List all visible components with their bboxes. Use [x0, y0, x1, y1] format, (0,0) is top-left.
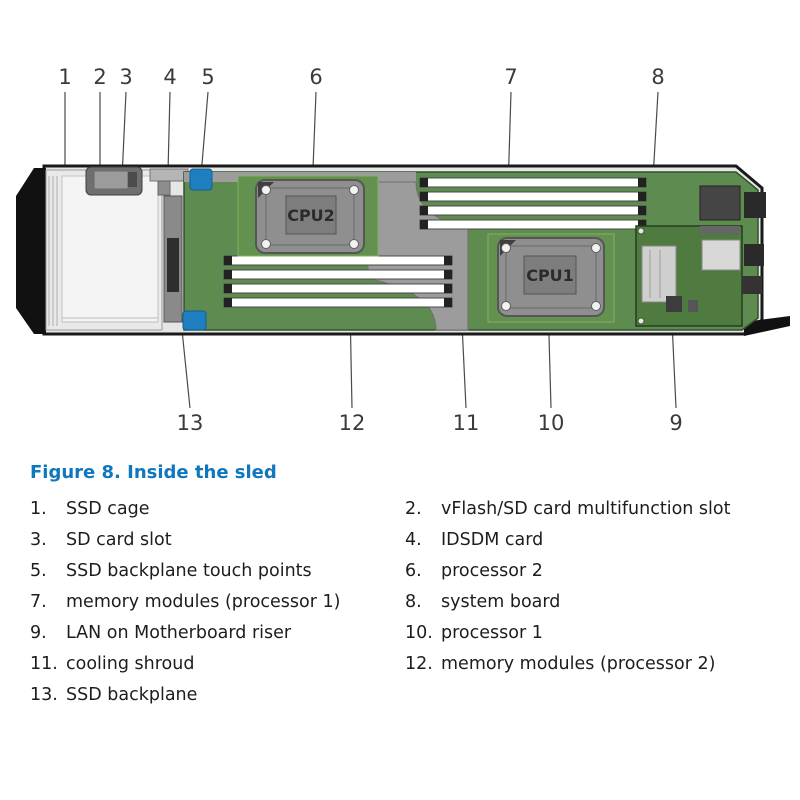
legend-item-number: 5. [30, 561, 47, 581]
legend-item-number: 11. [30, 654, 58, 674]
legend-item-label: SD card slot [66, 530, 172, 550]
cpu1-socket: CPU1 [487, 233, 615, 323]
callouts-bottom: 13 12 11 10 9 [177, 411, 683, 435]
legend-item: 8. system board [405, 592, 775, 612]
legend-item: 1. SSD cage [30, 499, 405, 519]
legend-right-column: 2. vFlash/SD card multifunction slot 4. … [405, 499, 775, 716]
rear-connectors [699, 185, 766, 294]
callout-8: 8 [651, 65, 664, 89]
callout-1: 1 [58, 65, 71, 89]
cpu2-socket: CPU2 [237, 175, 379, 257]
legend-item: 7. memory modules (processor 1) [30, 592, 405, 612]
legend-item: 13. SSD backplane [30, 685, 405, 705]
legend-item-number: 4. [405, 530, 422, 550]
cpu1-label: CPU1 [526, 266, 574, 285]
callout-2: 2 [93, 65, 106, 89]
legend-item: 2. vFlash/SD card multifunction slot [405, 499, 775, 519]
legend-item-number: 13. [30, 685, 58, 705]
legend-left-column: 1. SSD cage 3. SD card slot 5. SSD backp… [30, 499, 405, 716]
idsdm-card [149, 168, 189, 196]
legend-item-label: vFlash/SD card multifunction slot [441, 499, 731, 519]
callout-3: 3 [119, 65, 132, 89]
sled-diagram: 1 2 3 4 5 6 7 8 13 12 11 10 9 [16, 65, 790, 435]
legend-item-number: 1. [30, 499, 47, 519]
legend-item-label: IDSDM card [441, 530, 544, 550]
callout-4: 4 [163, 65, 176, 89]
legend-item: 6. processor 2 [405, 561, 775, 581]
memory-modules-cpu2 [223, 255, 453, 308]
figure-caption: Figure 8. Inside the sled [30, 462, 277, 483]
callouts-top: 1 2 3 4 5 6 7 8 [58, 65, 664, 89]
callout-5: 5 [201, 65, 214, 89]
memory-modules-cpu1 [419, 177, 647, 230]
legend-item-label: LAN on Motherboard riser [66, 623, 292, 643]
legend-item-number: 2. [405, 499, 422, 519]
callout-13: 13 [177, 411, 204, 435]
legend-item-number: 3. [30, 530, 47, 550]
legend: 1. SSD cage 3. SD card slot 5. SSD backp… [30, 499, 775, 716]
sd-card-slot [85, 166, 143, 196]
legend-item: 5. SSD backplane touch points [30, 561, 405, 581]
leader-lines-top [64, 91, 659, 197]
legend-item: 3. SD card slot [30, 530, 405, 550]
legend-item: 12. memory modules (processor 2) [405, 654, 775, 674]
legend-item-label: memory modules (processor 1) [66, 592, 341, 612]
callout-9: 9 [669, 411, 682, 435]
legend-item: 10. processor 1 [405, 623, 775, 643]
sled-rear-rail [744, 316, 790, 336]
legend-item: 9. LAN on Motherboard riser [30, 623, 405, 643]
ssd-cage [45, 169, 163, 331]
sled-front-bezel [16, 168, 46, 334]
legend-item-number: 6. [405, 561, 422, 581]
callout-7: 7 [504, 65, 517, 89]
legend-item-label: processor 2 [441, 561, 543, 581]
callout-10: 10 [538, 411, 565, 435]
legend-item-label: SSD backplane [66, 685, 198, 705]
legend-item-number: 8. [405, 592, 422, 612]
callout-12: 12 [339, 411, 366, 435]
callout-11: 11 [453, 411, 480, 435]
legend-item-label: cooling shroud [66, 654, 195, 674]
cpu2-label: CPU2 [287, 206, 335, 225]
legend-item-label: processor 1 [441, 623, 543, 643]
legend-item-number: 12. [405, 654, 433, 674]
legend-item-label: memory modules (processor 2) [441, 654, 716, 674]
legend-item-number: 9. [30, 623, 47, 643]
legend-item-label: SSD backplane touch points [66, 561, 312, 581]
legend-item-label: SSD cage [66, 499, 150, 519]
legend-item-number: 7. [30, 592, 47, 612]
legend-item-label: system board [441, 592, 561, 612]
legend-item: 11. cooling shroud [30, 654, 405, 674]
backplane-touch-point-bottom [182, 310, 207, 331]
backplane-touch-point-top [189, 168, 213, 191]
vflash-slot [128, 172, 137, 187]
legend-item: 4. IDSDM card [405, 530, 775, 550]
legend-item-number: 10. [405, 623, 433, 643]
callout-6: 6 [309, 65, 322, 89]
ssd-backplane [163, 195, 183, 323]
